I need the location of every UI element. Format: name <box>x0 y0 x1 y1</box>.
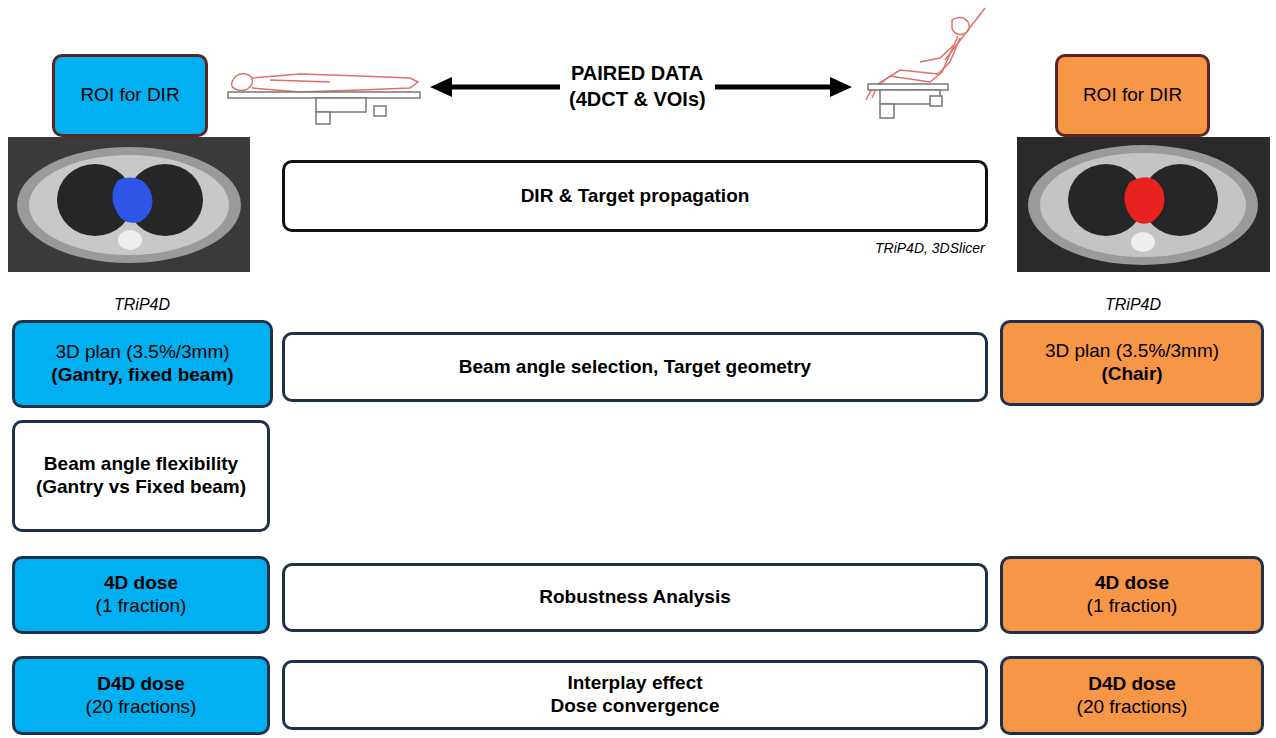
ct-body-inner <box>29 155 229 255</box>
target-volume <box>112 178 152 223</box>
couch-block <box>374 106 386 116</box>
box-text: (1 fraction) <box>96 595 187 618</box>
paired-arrow <box>715 77 852 97</box>
arrow-shaft <box>715 85 834 90</box>
paired-arrow <box>430 77 560 97</box>
ct-spine <box>1131 232 1155 252</box>
box-text: Robustness Analysis <box>539 586 730 609</box>
section-heading: PAIRED DATA <box>571 62 703 85</box>
ct-body <box>17 147 241 263</box>
box-text: (20 fractions) <box>1077 696 1188 719</box>
roi-box: ROI for DIR <box>52 54 208 137</box>
box-text: D4D dose <box>1088 673 1176 696</box>
software-note: TRiP4D <box>114 296 170 314</box>
box-text: (Chair) <box>1101 363 1162 386</box>
couch-base <box>316 98 366 112</box>
box-text: 3D plan (3.5%/3mm) <box>55 341 229 364</box>
box-text: Interplay effect <box>567 672 702 695</box>
box-text: Beam angle selection, Target geometry <box>459 356 811 379</box>
ct-body-inner <box>1040 153 1246 257</box>
box-text: Dose convergence <box>551 695 720 718</box>
patient-head <box>952 17 969 34</box>
plan-box: 3D plan (3.5%/3mm)(Gantry, fixed beam) <box>12 320 273 408</box>
arrow-shaft <box>448 85 560 90</box>
process-box: Beam angle flexibility (Gantry vs Fixed … <box>12 420 270 532</box>
dose-box: 4D dose(1 fraction) <box>12 556 270 634</box>
target-volume <box>1124 177 1164 223</box>
dose-box: D4D dose(20 fractions) <box>1000 656 1264 735</box>
box-text: D4D dose <box>97 673 185 696</box>
dose-box: 4D dose(1 fraction) <box>1000 556 1264 634</box>
chair <box>868 84 948 118</box>
ct-background <box>1017 137 1270 272</box>
supine-patient <box>232 74 418 92</box>
process-box: DIR & Target propagation <box>282 160 988 232</box>
box-text: (20 fractions) <box>86 696 197 719</box>
software-note: TRiP4D <box>1105 296 1161 314</box>
box-text: 4D dose <box>1095 572 1169 595</box>
chair-block <box>930 96 942 106</box>
ct-image <box>8 137 250 272</box>
box-text: Beam angle flexibility (Gantry vs Fixed … <box>25 453 257 499</box>
ct-spine <box>118 230 142 250</box>
process-box: Beam angle selection, Target geometry <box>282 332 988 402</box>
arrow-head <box>830 77 852 97</box>
couch-leg <box>316 112 330 124</box>
box-text: 4D dose <box>104 572 178 595</box>
ct-image <box>1017 137 1270 272</box>
ct-background <box>8 137 250 272</box>
patient-head <box>232 74 253 91</box>
box-text: (1 fraction) <box>1087 595 1178 618</box>
software-note: TRiP4D, 3DSlicer <box>875 240 985 256</box>
process-box: Interplay effectDose convergence <box>282 660 988 730</box>
arrow-head <box>430 77 452 97</box>
box-text: ROI for DIR <box>1083 84 1182 107</box>
seated-patient <box>866 8 985 100</box>
section-heading: (4DCT & VOIs) <box>569 88 706 111</box>
dose-box: D4D dose(20 fractions) <box>12 656 270 735</box>
patient-body <box>252 74 418 92</box>
patient-arm <box>920 44 955 62</box>
box-text: (Gantry, fixed beam) <box>51 364 233 387</box>
ct-body <box>1028 145 1258 265</box>
couch <box>228 92 420 124</box>
couch-top <box>228 92 420 98</box>
chair-leg <box>880 104 894 118</box>
plan-box: 3D plan (3.5%/3mm)(Chair) <box>1000 320 1264 406</box>
patient-arm <box>270 80 330 82</box>
box-text: 3D plan (3.5%/3mm) <box>1045 340 1219 363</box>
roi-box: ROI for DIR <box>1055 54 1210 137</box>
process-box: Robustness Analysis <box>282 563 988 632</box>
chair-seat <box>868 84 948 90</box>
box-text: DIR & Target propagation <box>521 185 750 208</box>
box-text: ROI for DIR <box>80 84 179 107</box>
